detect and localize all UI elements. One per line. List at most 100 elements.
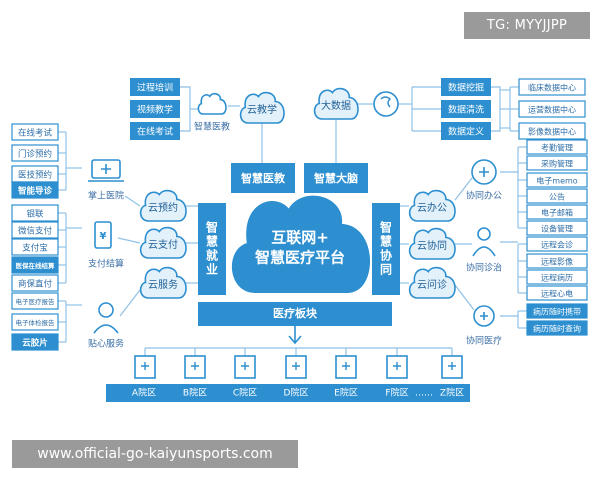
doctor-icon (477, 227, 491, 241)
data-process-item-label: 数据定义 (448, 126, 484, 138)
connector-line (180, 86, 191, 132)
service-person-icon (98, 302, 114, 318)
service-person-icon-body (93, 324, 119, 334)
pillar-right (372, 203, 400, 295)
data-process-item (441, 100, 491, 118)
connector-line (454, 284, 475, 311)
left-item (11, 238, 59, 256)
right-item (526, 320, 588, 336)
district-label: Z院区 (440, 387, 464, 399)
hospital-building-icon-cross (342, 362, 350, 370)
pillar-top-left (231, 163, 295, 193)
medical-network-icon-cross (480, 312, 488, 320)
left-item (11, 221, 59, 239)
left-item-label: 微信支付 (18, 226, 53, 237)
cloud-label: 云预约 (148, 201, 178, 214)
data-center-item (518, 78, 586, 96)
phone-pay-icon-symbol: ¥ (100, 231, 107, 242)
svg-text:智: 智 (379, 220, 392, 235)
left-icon-label: 贴心服务 (88, 338, 124, 350)
pillar-top-left-label: 智慧医教 (241, 171, 286, 185)
data-center-item (518, 122, 586, 140)
district-label: D院区 (284, 387, 309, 399)
connector-line (117, 237, 141, 244)
data-process-item-label: 数据清洗 (448, 104, 484, 116)
cloud-node (139, 189, 187, 222)
pillar-top-right (304, 163, 368, 193)
left-item-label: 电子医疗报告 (16, 297, 56, 306)
teaching-item-label: 视频教学 (137, 104, 173, 116)
bottom-bar (198, 302, 392, 326)
data-center-item-label: 运营数据中心 (528, 105, 576, 115)
svg-text:就: 就 (206, 248, 218, 263)
left-item-label: 医技预约 (18, 170, 52, 181)
right-item-label: 远程会诊 (541, 240, 573, 250)
brain-head-icon (373, 91, 399, 117)
cloud-node (139, 266, 187, 299)
left-item-label: 银联 (26, 209, 44, 220)
left-item-label: 云胶片 (22, 338, 48, 349)
hospital-building-icon (184, 355, 206, 379)
hospital-building-icon (234, 355, 256, 379)
right-item-label: 远程心电 (541, 289, 573, 299)
district-label: F院区 (385, 387, 408, 399)
cloud-node (139, 226, 187, 259)
right-item-label: 公告 (549, 192, 565, 202)
office-network-icon (471, 159, 497, 185)
center-cloud (231, 195, 371, 293)
right-item-label: 远程影像 (541, 257, 573, 267)
data-process-item (441, 78, 491, 96)
cloud-node (239, 91, 285, 124)
teaching-item-label: 过程培训 (137, 82, 173, 94)
left-item (11, 144, 59, 162)
svg-text:协: 协 (380, 248, 392, 263)
laptop-icon (91, 159, 121, 179)
center-title-1: 互联网+ (271, 229, 329, 247)
hospital-building-icon-cross (393, 362, 401, 370)
district-label: C院区 (233, 387, 257, 399)
hospital-building-icon (134, 355, 156, 379)
cloud-label: 云支付 (148, 238, 178, 251)
left-item-label: 在线考试 (18, 128, 53, 139)
right-item-label: 病历随时查询 (533, 324, 581, 334)
right-item (526, 204, 588, 220)
right-item-label: 考勤管理 (541, 143, 573, 153)
left-item (11, 292, 59, 310)
left-item-label: 支付宝 (22, 243, 48, 254)
cloud-label: 云教学 (247, 103, 277, 116)
bottom-bar-label: 医疗板块 (273, 306, 318, 320)
svg-text:智: 智 (205, 220, 218, 235)
pillar-left (198, 203, 226, 295)
right-item-label: 电子邮箱 (541, 208, 573, 218)
medical-network-icon (473, 305, 495, 327)
cloud-node (408, 227, 456, 260)
hospital-building-icon-cross (241, 362, 249, 370)
left-item-label: 商保直付 (18, 279, 53, 290)
teaching-item (130, 100, 180, 118)
right-item (526, 139, 588, 155)
hospital-building-icon (285, 355, 307, 379)
svg-text:慧: 慧 (380, 234, 392, 249)
left-item (11, 123, 59, 141)
left-item (11, 256, 59, 274)
down-arrow-icon (288, 326, 302, 345)
data-process-item (441, 122, 491, 140)
cloud-node (408, 189, 456, 222)
cloud-label: 云问诊 (417, 278, 447, 291)
right-item (526, 269, 588, 285)
data-process-item-label: 数据挖掘 (448, 82, 484, 94)
district-label: E院区 (334, 387, 358, 399)
left-item-label: 智能导诊 (17, 186, 53, 197)
right-item-label: 病历随时携带 (533, 307, 581, 317)
cloud-label: 云服务 (148, 278, 178, 291)
doctor-icon-body (472, 246, 496, 257)
district-label: …… (415, 389, 433, 399)
right-item (526, 285, 588, 301)
connector-line (454, 177, 473, 201)
phone-pay-icon (94, 221, 112, 249)
connector-line (124, 195, 141, 207)
connector-lines (58, 86, 527, 356)
